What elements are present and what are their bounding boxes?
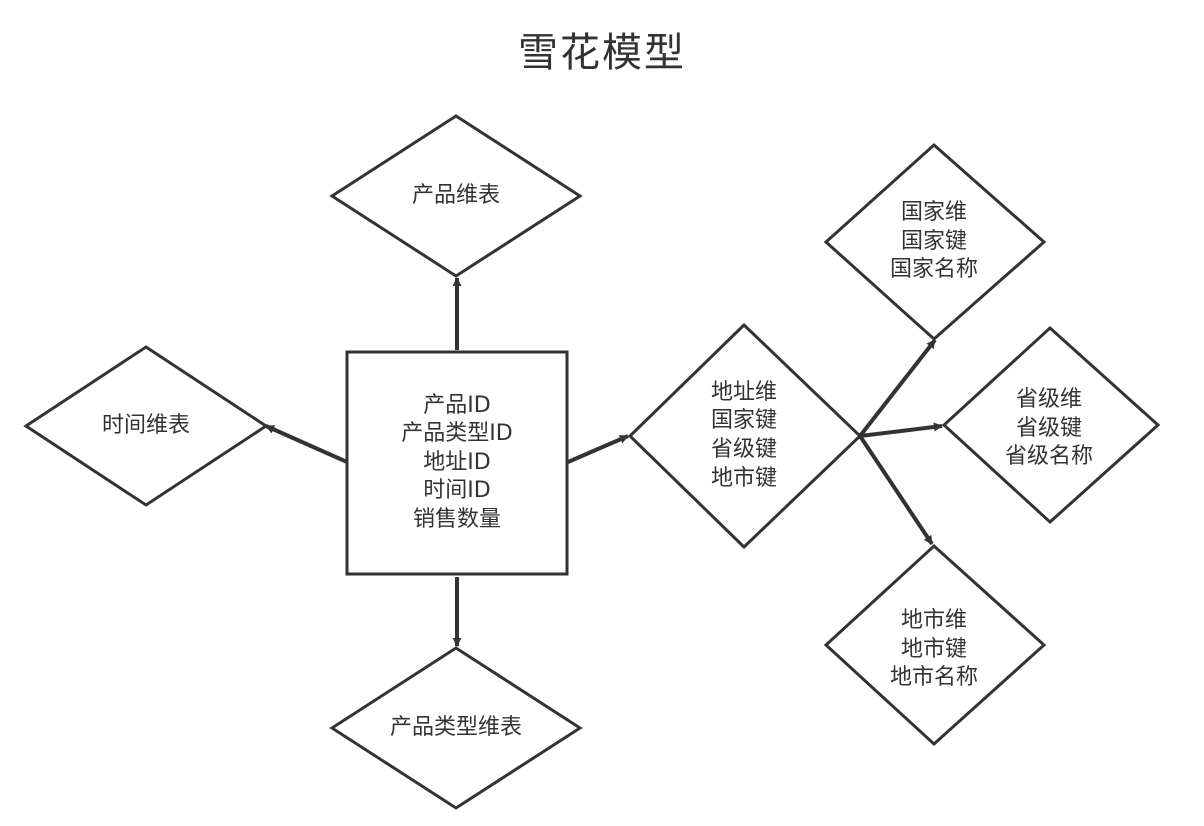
fact-field-product-type-id: 产品类型ID [401,421,513,447]
edge-address-to-city [858,434,934,546]
product-type-dimension-label: 产品类型维表 [336,708,576,748]
address-city-key: 地市键 [710,465,777,491]
product-type-dimension-diamond [329,646,583,810]
country-dimension-diamond [823,142,1047,342]
province-dimension-name: 省级维 [1015,387,1082,413]
country-dimension-name: 国家维 [900,200,967,226]
address-dimension-name: 地址维 [710,379,777,405]
city-dimension-diamond [823,543,1047,747]
province-dimension-diamond [941,325,1161,525]
edge-address-to-province [859,422,943,438]
fact-field-sales-quantity: 销售数量 [412,506,501,532]
edge-fact-to-address [567,434,629,464]
address-dimension-label: 地址维 国家键 省级键 地市键 [664,376,824,496]
address-dimension-diamond [627,322,863,550]
city-dimension-name: 地市维 [900,608,967,634]
edge-fact-to-time [265,424,348,464]
product-dimension-label: 产品维表 [346,176,566,216]
province-name-field: 省级名称 [1004,444,1093,470]
province-key: 省级键 [1015,415,1082,441]
time-dimension-diamond [23,345,269,507]
province-dimension-label: 省级维 省级键 省级名称 [974,384,1124,474]
fact-table-label: 产品ID 产品类型ID 地址ID 时间ID 销售数量 [347,352,567,574]
product-dimension-diamond [329,114,583,278]
country-dimension-label: 国家维 国家键 国家名称 [859,197,1009,287]
country-key: 国家键 [900,228,967,254]
time-dimension-label: 时间维表 [46,406,246,446]
edge-address-to-country [858,338,937,438]
address-province-key: 省级键 [710,437,777,462]
fact-field-address-id: 地址ID [423,449,491,475]
product-dimension-name: 产品维表 [411,182,500,208]
diagram-title: 雪花模型 [518,30,686,76]
country-name-field: 国家名称 [889,257,978,283]
city-dimension-label: 地市维 地市键 地市名称 [859,605,1009,695]
time-dimension-name: 时间维表 [101,412,190,438]
city-key: 地市键 [900,636,967,662]
city-name-field: 地市名称 [889,665,978,691]
fact-field-time-id: 时间ID [423,478,491,504]
fact-table-box [345,350,569,576]
address-country-key: 国家键 [710,408,777,434]
fact-field-product-id: 产品ID [423,392,491,418]
product-type-dimension-name: 产品类型维表 [389,714,522,740]
